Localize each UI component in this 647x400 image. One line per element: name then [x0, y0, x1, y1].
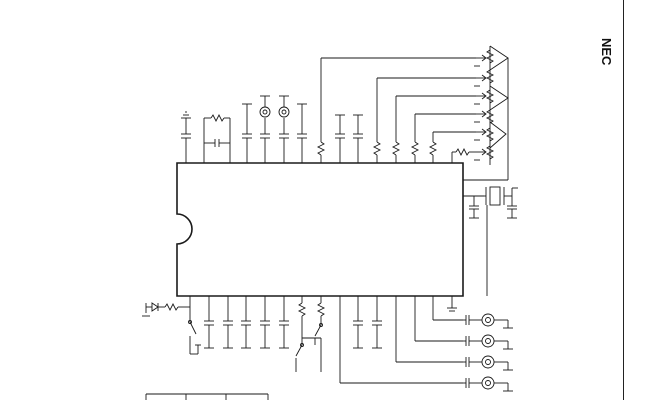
- page-border-line: [623, 0, 624, 400]
- output-jack-3: [463, 355, 513, 371]
- top-cap-2: [242, 103, 252, 163]
- top-wire-to-pot-3: [391, 95, 476, 163]
- top-cap-3-connector: [259, 95, 271, 163]
- bottom-switch-2: [295, 296, 307, 372]
- table-frame: [145, 393, 269, 400]
- bottom-cap-5: [279, 296, 289, 349]
- bottom-wire-to-out-2: [414, 296, 463, 342]
- top-rc-network: [203, 113, 231, 163]
- bottom-cap-2: [223, 296, 233, 349]
- top-wire-to-pot-5: [428, 131, 476, 163]
- bottom-wire-to-out-1: [432, 296, 463, 321]
- bottom-cap-4: [260, 296, 270, 349]
- bottom-cap-6: [353, 296, 363, 349]
- bottom-cap-1: [204, 296, 214, 349]
- led-indicator: [142, 296, 191, 317]
- switch-1: [188, 307, 201, 355]
- bottom-cap-3: [241, 296, 251, 349]
- top-cap-4-connector: [278, 95, 290, 163]
- output-jack-2: [463, 334, 513, 350]
- top-wire-to-pot-2: [372, 77, 476, 163]
- output-jack-4: [463, 376, 513, 392]
- bottom-ground-pin: [447, 296, 457, 312]
- ic-body: [176, 162, 464, 297]
- top-wire-to-pot-4: [410, 113, 476, 163]
- crystal-oscillator: [463, 186, 518, 219]
- bottom-wire-long: [339, 296, 463, 384]
- bottom-switch-3: [302, 296, 326, 372]
- potentiometer-ladder: [463, 45, 509, 181]
- output-jack-1: [463, 313, 513, 329]
- top-cap-1: [181, 111, 191, 163]
- top-cap-5: [297, 103, 307, 163]
- top-wire-to-pot-1: [316, 57, 476, 163]
- top-cap-6: [335, 114, 345, 163]
- bottom-cap-7: [372, 296, 382, 349]
- top-wire-to-pot-6: [451, 147, 476, 163]
- bottom-wire-to-out-3: [395, 296, 463, 363]
- top-cap-7: [353, 114, 363, 163]
